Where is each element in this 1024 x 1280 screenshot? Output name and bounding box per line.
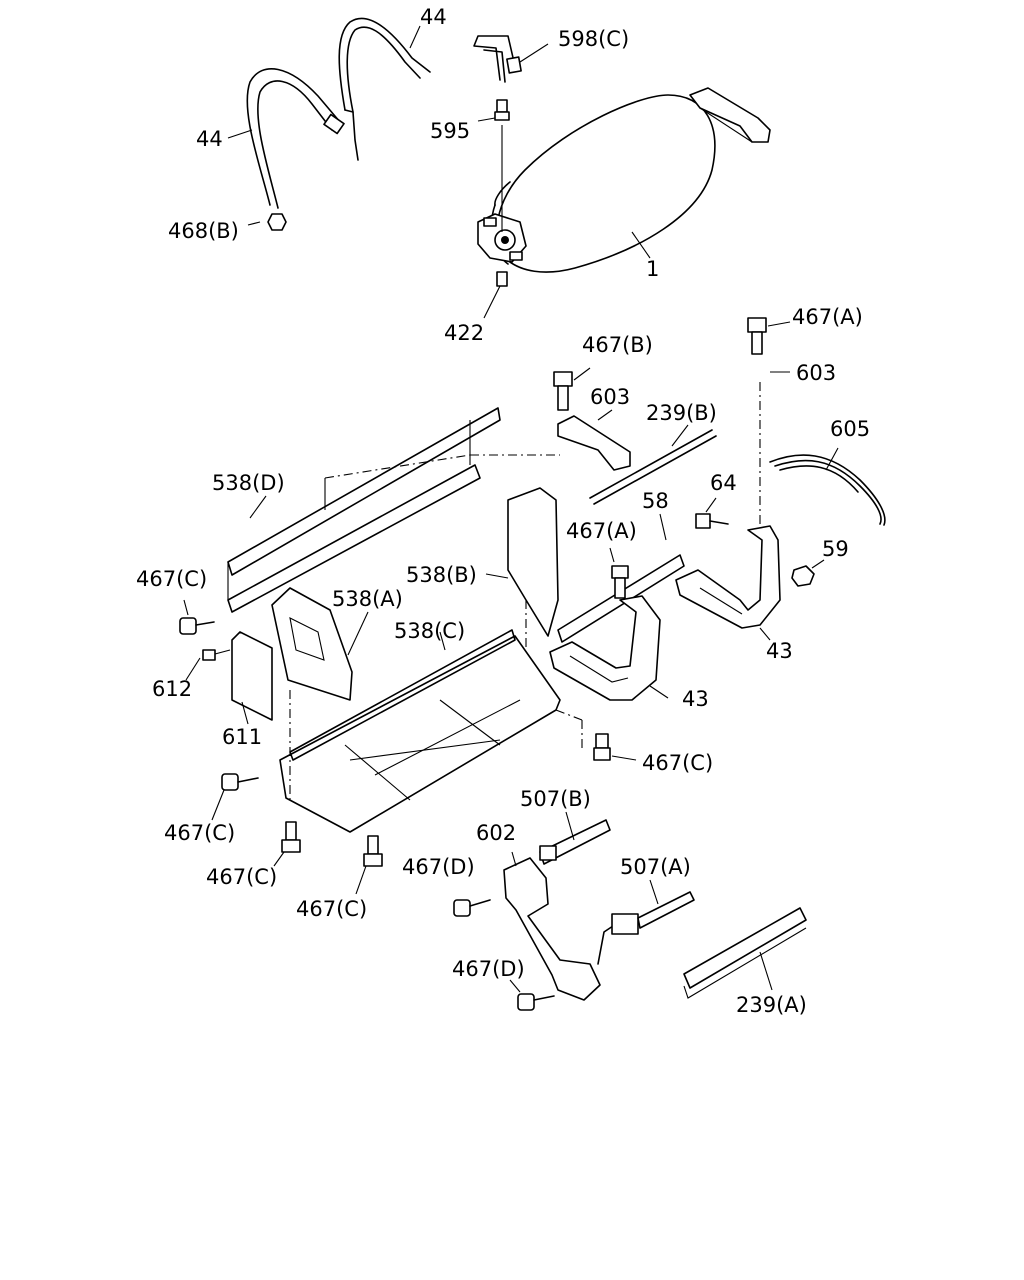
shield-611	[231, 631, 273, 725]
label-pipe: 598(C)	[558, 27, 629, 51]
label-bolt-64: 64	[710, 471, 737, 495]
label-bolt-467c-frontleft: 467(C)	[164, 821, 235, 845]
bracket-43-left	[549, 595, 669, 701]
label-bolt-467d-lower: 467(D)	[452, 957, 525, 981]
valve-422	[483, 271, 508, 319]
label-bolt-467b: 467(B)	[582, 333, 653, 357]
label-bolt-467c-right: 467(C)	[642, 751, 713, 775]
label-bolt-467c-under2: 467(C)	[296, 897, 367, 921]
bolt-467b	[553, 367, 591, 411]
label-valve-422: 422	[444, 321, 484, 345]
bolt-467a-top	[747, 317, 791, 355]
label-bracket-43-left: 43	[682, 687, 709, 711]
label-fitting-595: 595	[430, 119, 470, 143]
label-bolt-467c-under1: 467(C)	[206, 865, 277, 889]
label-rod-507a: 507(A)	[620, 855, 691, 879]
plate-538a	[271, 587, 369, 701]
bolt-64	[695, 497, 729, 529]
cover-605	[769, 447, 886, 526]
rod-507a	[597, 879, 695, 965]
bolt-467d-lower	[509, 979, 555, 1011]
callout-labels: 44 598(C) 595 44 468(B) 1 422 467(A) 467…	[136, 5, 870, 1017]
plate-538d	[227, 407, 560, 613]
label-shield-611: 611	[222, 725, 262, 749]
bolt-467c-left	[179, 599, 215, 635]
label-bracket-58: 58	[642, 489, 669, 513]
label-plate-538a: 538(A)	[332, 587, 403, 611]
strap-44-upper	[338, 17, 431, 161]
label-tank: 1	[646, 257, 659, 281]
label-bracket-43-right: 43	[766, 639, 793, 663]
clip-612	[185, 649, 231, 681]
rail-239a	[683, 907, 807, 999]
label-clip-612: 612	[152, 677, 192, 701]
label-cover-605: 605	[830, 417, 870, 441]
label-nut-59: 59	[822, 537, 849, 561]
bolt-467a-mid	[609, 547, 629, 599]
bracket-603-right	[689, 87, 771, 143]
rod-507b	[539, 811, 611, 865]
bolt-467c-under1	[273, 821, 301, 867]
bolt-467c-right	[593, 733, 637, 761]
plate-538b	[485, 487, 559, 650]
pipe-598c	[473, 35, 549, 83]
label-plate-538b: 538(B)	[406, 563, 477, 587]
label-plate-538c: 538(C)	[394, 619, 465, 643]
label-strap-upper: 44	[420, 5, 447, 29]
strap-44-lower	[227, 67, 345, 226]
label-rod-507b: 507(B)	[520, 787, 591, 811]
label-bracket-603-left: 603	[590, 385, 630, 409]
fitting-595	[477, 99, 510, 122]
label-rod-239b: 239(B)	[646, 401, 717, 425]
rod-239b	[589, 424, 717, 505]
bracket-43-right	[675, 525, 781, 641]
label-bolt-467c-left: 467(C)	[136, 567, 207, 591]
label-nut-468b: 468(B)	[168, 219, 239, 243]
label-bracket-603-right: 603	[796, 361, 836, 385]
nut-59	[791, 559, 825, 587]
bolt-467c-frontleft	[211, 773, 259, 821]
bolt-467d-upper	[453, 899, 491, 917]
label-rail-239a: 239(A)	[736, 993, 807, 1017]
label-bracket-602: 602	[476, 821, 516, 845]
label-bolt-467d-upper: 467(D)	[402, 855, 475, 879]
label-bolt-467a-top: 467(A)	[792, 305, 863, 329]
bracket-603-left	[557, 415, 631, 471]
label-plate-538d: 538(D)	[212, 471, 285, 495]
bolt-467c-under2	[355, 835, 383, 895]
label-bolt-467a-mid: 467(A)	[566, 519, 637, 543]
nut-468b	[267, 213, 287, 231]
tank-valve-assembly	[477, 213, 527, 263]
bracket-602	[503, 851, 601, 1001]
label-strap-lower: 44	[196, 127, 223, 151]
